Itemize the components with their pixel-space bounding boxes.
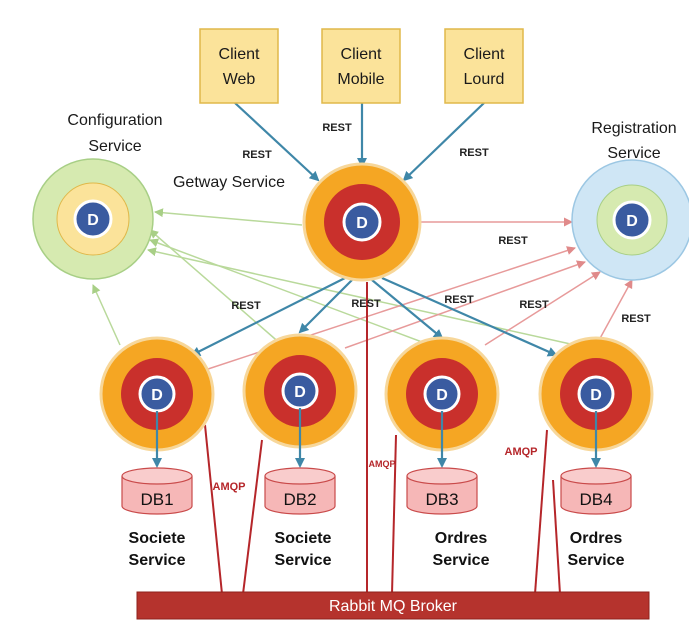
- config-link-svc2: [149, 229, 283, 346]
- registry-label-line1: Registration: [591, 120, 676, 137]
- configuration-service-node: Configuration Service D: [32, 112, 163, 280]
- amqp-line-svc4b: [552, 479, 561, 595]
- registry-node-letter: D: [626, 213, 638, 230]
- amqp-label-right: AMQP: [505, 446, 538, 458]
- client-mobile-box: Client Mobile: [321, 28, 401, 104]
- amqp-labels: AMQP AMQP AMQP: [213, 446, 538, 493]
- service-3-letter: D: [436, 387, 448, 404]
- svc1-name-line1: Societe: [129, 530, 186, 547]
- gateway-to-svc2-arrow: [298, 279, 353, 334]
- config-label-line1: Configuration: [67, 112, 162, 129]
- client-web-line2: Web: [223, 71, 256, 88]
- gateway-service-node: Getway Service D: [173, 162, 422, 282]
- connectors: [92, 102, 633, 595]
- config-node-letter: D: [87, 212, 99, 229]
- amqp-line-svc3: [391, 434, 397, 595]
- gateway-to-svc1-arrow: [190, 277, 346, 356]
- rest-label-svc3: REST: [444, 294, 474, 306]
- client-lourd-arrow: [402, 102, 485, 182]
- config-link-svc3: [149, 238, 431, 346]
- rest-labels: REST REST REST REST REST REST REST REST …: [231, 122, 651, 325]
- svc2-name-line1: Societe: [275, 530, 332, 547]
- client-web-line1: Client: [219, 46, 260, 63]
- db4-cylinder: DB4: [560, 467, 632, 515]
- client-mobile-line1: Client: [341, 46, 382, 63]
- gateway-node-letter: D: [356, 215, 368, 232]
- service-2-letter: D: [294, 384, 306, 401]
- db2-label: DB2: [283, 490, 316, 509]
- db1-cylinder: DB1: [121, 467, 193, 515]
- svc3-name-line2: Service: [433, 552, 490, 569]
- client-web-box: Client Web: [199, 28, 279, 104]
- config-label-line2: Service: [88, 138, 141, 155]
- service-node-1: D: [99, 336, 215, 452]
- gateway-to-svc3-arrow: [371, 279, 444, 340]
- db3-label: DB3: [425, 490, 458, 509]
- svc4-name-line1: Ordres: [570, 530, 623, 547]
- service-1-letter: D: [151, 387, 163, 404]
- broker-label: Rabbit MQ Broker: [329, 598, 458, 615]
- db3-cylinder: DB3: [406, 467, 478, 515]
- db-arrows: [152, 408, 601, 468]
- registry-label-line2: Service: [607, 145, 660, 162]
- registry-link-svc2: [344, 260, 586, 349]
- svc1-name-line2: Service: [129, 552, 186, 569]
- client-lourd-box: Client Lourd: [444, 28, 524, 104]
- amqp-line-svc2: [242, 439, 263, 595]
- amqp-line-svc4a: [534, 429, 548, 595]
- db1-label: DB1: [140, 490, 173, 509]
- db2-cylinder: DB2: [264, 467, 336, 515]
- service-names: Societe Service Societe Service Ordres S…: [129, 530, 625, 569]
- registration-service-node: Registration Service D: [571, 120, 689, 281]
- svc3-name-line1: Ordres: [435, 530, 488, 547]
- rest-label-svc4: REST: [519, 299, 549, 311]
- svc4-name-line2: Service: [568, 552, 625, 569]
- rabbitmq-broker-bar: Rabbit MQ Broker: [136, 591, 650, 620]
- rest-label-client-web: REST: [242, 149, 272, 161]
- rest-label-client-mobile: REST: [322, 122, 352, 134]
- rest-label-registry: REST: [498, 235, 528, 247]
- gateway-label: Getway Service: [173, 174, 285, 191]
- service-node-3: D: [384, 336, 500, 452]
- client-web-arrow: [234, 102, 320, 182]
- db4-label: DB4: [579, 490, 612, 509]
- client-lourd-line1: Client: [464, 46, 505, 63]
- rest-label-client-lourd: REST: [459, 147, 489, 159]
- client-lourd-line2: Lourd: [464, 71, 505, 88]
- service-4-letter: D: [590, 387, 602, 404]
- amqp-label-center: AMQP: [369, 459, 396, 469]
- rest-label-svc1: REST: [231, 300, 261, 312]
- amqp-line-svc1: [204, 424, 223, 595]
- service-node-2: D: [242, 333, 358, 449]
- client-mobile-line2: Mobile: [337, 71, 384, 88]
- amqp-label-left: AMQP: [213, 481, 246, 493]
- rest-label-registry-svc4: REST: [621, 313, 651, 325]
- svc2-name-line2: Service: [275, 552, 332, 569]
- config-link-svc1: [92, 284, 121, 346]
- config-link-gateway: [154, 208, 303, 226]
- config-link-svc4: [147, 247, 576, 346]
- registry-link-svc4: [597, 279, 633, 343]
- rest-label-gateway: REST: [351, 298, 381, 310]
- gateway-to-svc4-arrow: [381, 276, 558, 357]
